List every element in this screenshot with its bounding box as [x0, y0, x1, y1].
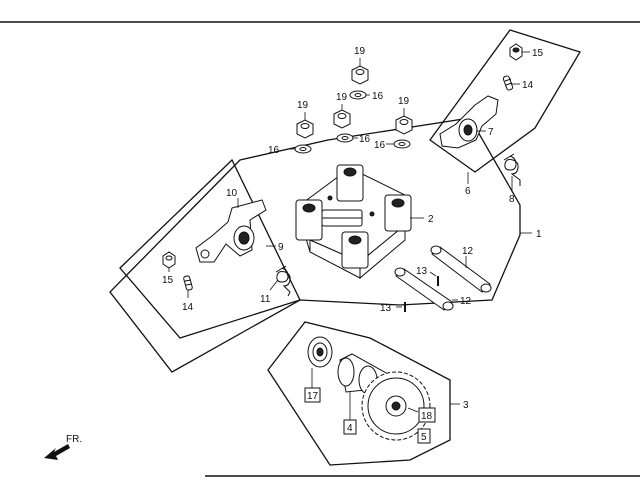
washer-16-left [294, 144, 312, 154]
callout-5: 5 [421, 432, 427, 443]
rocker-arm-7 [439, 95, 499, 149]
callout-19-right: 19 [398, 96, 410, 107]
nut-19-top [351, 65, 369, 85]
callout-11: 11 [260, 294, 271, 305]
callout-12-upper: 12 [462, 246, 474, 257]
callout-15-right: 15 [532, 48, 544, 59]
callout-19-top: 19 [354, 46, 366, 57]
callout-10: 10 [226, 188, 238, 199]
callout-7: 7 [488, 127, 494, 138]
callout-16-left: 16 [268, 145, 280, 156]
bolt-15-right [509, 43, 523, 61]
callout-19-left: 19 [297, 100, 309, 111]
callout-13-lower: 13 [380, 303, 392, 314]
callout-17-box: 17 [304, 387, 321, 403]
callout-4-box: 4 [343, 419, 357, 435]
washer-16-right [393, 139, 411, 149]
assembly-6-outline [429, 29, 581, 173]
pin-14-right [502, 75, 514, 91]
assembly-9-outline [119, 158, 301, 339]
callout-13-upper: 13 [416, 266, 428, 277]
callout-15-left: 15 [162, 275, 174, 286]
rocker-holder-2 [295, 164, 412, 280]
spring-8 [503, 153, 521, 186]
washer-16-middle [336, 133, 354, 143]
rocker-shaft-12-upper [430, 245, 492, 293]
callout-9: 9 [278, 242, 284, 253]
callout-2: 2 [428, 214, 434, 225]
callout-12-lower: 12 [460, 296, 472, 307]
leader-lines [168, 51, 532, 420]
nut-19-right [395, 115, 413, 135]
callout-3: 3 [463, 400, 469, 411]
assembly-3-outline [267, 321, 451, 466]
callout-1: 1 [536, 229, 542, 240]
callout-6: 6 [465, 186, 471, 197]
cam-sprocket-5 [361, 371, 431, 441]
callout-16-right: 16 [374, 140, 386, 151]
callout-5-box: 5 [417, 428, 431, 444]
callout-4: 4 [347, 423, 353, 434]
callout-18-box: 18 [418, 407, 436, 423]
callout-8: 8 [509, 194, 515, 205]
bearing-17 [307, 336, 333, 368]
front-direction-label: FR. [66, 434, 82, 445]
nut-19-left [296, 119, 314, 139]
rocker-arm-10 [195, 199, 267, 263]
front-direction-arrow-icon [44, 444, 70, 460]
callout-17: 17 [307, 391, 319, 402]
washer-16-top [349, 90, 367, 100]
callout-19-middle: 19 [336, 92, 348, 103]
spring-11 [275, 265, 291, 297]
callout-18: 18 [421, 411, 433, 422]
pin-14-left [183, 275, 193, 291]
callout-16-top: 16 [372, 91, 384, 102]
nut-19-middle [333, 109, 351, 129]
callout-16-middle: 16 [359, 134, 371, 145]
callout-14-left: 14 [182, 302, 194, 313]
rocker-shaft-12-lower [394, 267, 454, 311]
callout-14-right: 14 [522, 80, 534, 91]
assembly-1-outline [109, 117, 521, 373]
bolt-15-left [162, 251, 176, 269]
